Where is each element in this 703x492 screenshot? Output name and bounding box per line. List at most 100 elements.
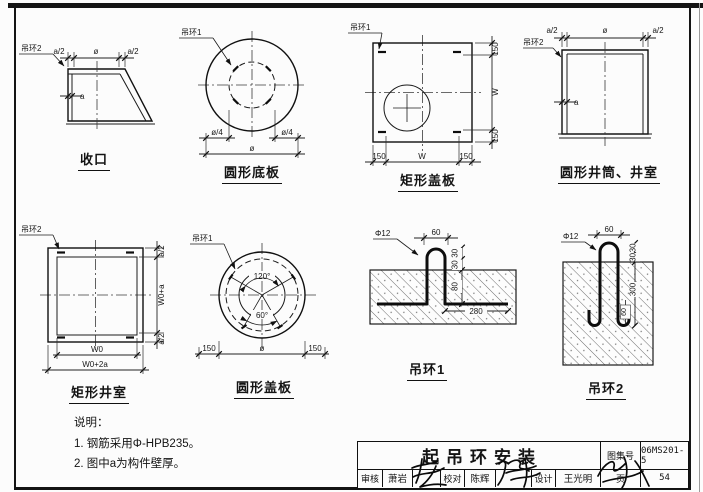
frame-left bbox=[14, 3, 16, 489]
angle-text: 120° bbox=[254, 272, 271, 281]
dim-text: 300 bbox=[628, 282, 637, 296]
dim-text: W bbox=[491, 88, 500, 96]
dim-text: a/2 bbox=[157, 333, 166, 345]
diagram-rect-cover-plate: 吊环1 150 W 150 150 W 150 bbox=[348, 23, 500, 166]
atlas-number-label: 图集号 bbox=[600, 442, 640, 469]
note-item: 2. 图中a为构件壁厚。 bbox=[74, 458, 186, 470]
angle-text: 60° bbox=[256, 311, 268, 320]
diagram-title-circular-shaft: 圆形井筒、井室 bbox=[558, 162, 661, 184]
dim-text: W bbox=[418, 152, 426, 161]
dim-text: ø/4 bbox=[211, 128, 223, 137]
diagram-circular-base-plate: 吊环1 ø/4 ø/4 ø bbox=[179, 28, 306, 158]
page-label: 页 bbox=[600, 470, 640, 487]
concrete-block bbox=[562, 261, 654, 366]
dim-text: ø bbox=[260, 344, 265, 353]
dim-text: ø/4 bbox=[281, 128, 293, 137]
diagram-title-ring2: 吊环2 bbox=[586, 378, 627, 400]
title-block: 起吊环安装 图集号 06MS201-5 审核 萧岩 校对 陈辉 设计 王光明 页… bbox=[357, 441, 689, 489]
dim-text: 60 bbox=[621, 308, 628, 316]
reviewer-signature-cell bbox=[412, 470, 440, 487]
dim-text: 150 bbox=[459, 152, 473, 161]
dim-text: 30 bbox=[628, 243, 637, 252]
dim-text: 80 bbox=[451, 282, 460, 291]
leader-line bbox=[52, 53, 65, 67]
concrete-block bbox=[369, 269, 517, 325]
dim-text: a/2 bbox=[157, 245, 166, 257]
callout-ring1: 吊环1 bbox=[192, 234, 213, 243]
designer-label: 设计 bbox=[531, 470, 555, 487]
opening-cross bbox=[393, 94, 421, 122]
leader-line bbox=[552, 47, 562, 58]
diagram-circular-shaft: a/2 ø a/2 吊环2 a bbox=[523, 26, 664, 146]
bar-dia-label: Φ12 bbox=[375, 229, 391, 238]
callout-ring1: 吊环1 bbox=[181, 28, 202, 37]
dim-text: 60 bbox=[432, 228, 441, 237]
plate-outline bbox=[218, 251, 306, 339]
plate-outline bbox=[205, 38, 299, 132]
dim-text: ø bbox=[250, 144, 255, 153]
diagram-title-cone: 收口 bbox=[78, 149, 111, 171]
lifting-ring-marks bbox=[57, 251, 134, 339]
chamber-inner bbox=[56, 256, 138, 336]
frame-right bbox=[689, 3, 691, 489]
callout-ring2: 吊环2 bbox=[523, 38, 544, 47]
checker-name: 陈辉 bbox=[464, 470, 495, 487]
opening-circle bbox=[383, 84, 431, 132]
checker-signature-cell bbox=[495, 470, 531, 487]
dim-text: ø bbox=[603, 26, 608, 35]
checker-label: 校对 bbox=[440, 470, 464, 487]
dim-text: 150 bbox=[372, 152, 386, 161]
dim-text: 150 bbox=[491, 42, 500, 56]
leader-line bbox=[52, 234, 60, 250]
callout-ring2: 吊环2 bbox=[21, 44, 42, 53]
callout-ring2: 吊环2 bbox=[21, 225, 42, 234]
diagram-lifting-ring-1: 60 Φ12 30 30 80 280 bbox=[369, 228, 517, 325]
dim-text: a/2 bbox=[127, 47, 139, 56]
dim-text: 30 bbox=[451, 248, 460, 257]
dim-text: 30 bbox=[628, 252, 637, 261]
dim-text: 150 bbox=[202, 344, 216, 353]
leader-line bbox=[212, 37, 232, 66]
diagram-circular-cover-plate: 120° 60° 吊环1 150 ø 150 bbox=[190, 234, 329, 359]
dim-text: 30 bbox=[451, 260, 460, 269]
diagram-title-ring1: 吊环1 bbox=[407, 359, 448, 381]
dim-text: W0+a bbox=[157, 284, 166, 306]
dim-text: 60 bbox=[605, 225, 614, 234]
page-edge bbox=[699, 3, 700, 492]
reviewer-name: 萧岩 bbox=[382, 470, 412, 487]
bar-dia-label: Φ12 bbox=[563, 232, 579, 241]
ring-circle-dashed bbox=[225, 258, 299, 332]
lifting-ring-marks bbox=[232, 65, 272, 105]
atlas-number-value: 06MS201-5 bbox=[640, 442, 688, 469]
sheet-title: 起吊环安装 bbox=[422, 448, 542, 467]
ring-circle-dashed bbox=[228, 61, 276, 109]
lifting-bar bbox=[587, 241, 631, 327]
notes-heading: 说明： bbox=[74, 417, 109, 429]
leader-line bbox=[223, 243, 236, 270]
frame-top bbox=[8, 3, 703, 8]
dim-text: a bbox=[80, 92, 85, 101]
dim-text: ø bbox=[94, 47, 99, 56]
dim-text: 150 bbox=[491, 129, 500, 143]
diagram-cone-reducer: 吊环2 a/2 ø a/2 a bbox=[19, 44, 155, 130]
page-number: 54 bbox=[640, 470, 688, 487]
diagram-rect-chamber: 吊环2 a/2 W0+a a/2 W0 W0+2a bbox=[19, 225, 166, 374]
shaft-inner-lines bbox=[558, 53, 652, 139]
plate-outline bbox=[372, 42, 473, 143]
lifting-bar bbox=[377, 247, 508, 306]
angle-arc bbox=[239, 277, 279, 293]
callout-ring1: 吊环1 bbox=[350, 23, 371, 32]
chamber-outer bbox=[47, 247, 144, 343]
diagram-title-rect-chamber: 矩形井室 bbox=[69, 382, 130, 404]
dim-text: a/2 bbox=[546, 26, 558, 35]
dim-text: a/2 bbox=[652, 26, 664, 35]
dim-text: 150 bbox=[308, 344, 322, 353]
diagram-lifting-ring-2: 60 Φ12 30 30 300 60 bbox=[561, 225, 654, 366]
leader-line bbox=[584, 241, 597, 251]
dim-text: a bbox=[574, 98, 579, 107]
designer-name: 王光明 bbox=[555, 470, 600, 487]
lifting-ring-marks bbox=[378, 50, 461, 134]
diagram-title-circular-cover: 圆形盖板 bbox=[234, 377, 295, 399]
frame-bottom bbox=[14, 487, 691, 490]
